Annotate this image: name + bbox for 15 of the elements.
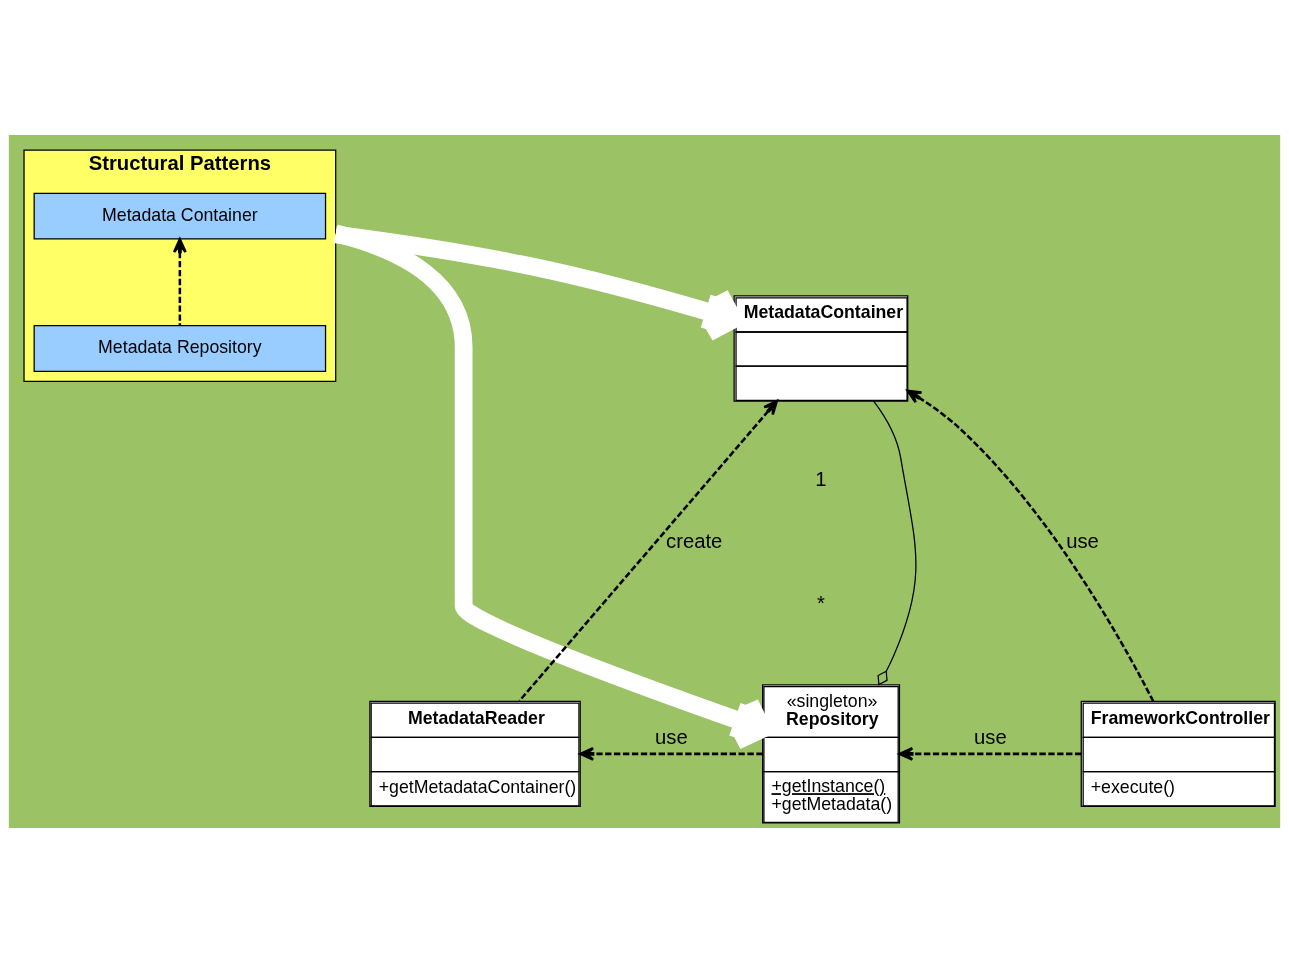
arrow [579, 746, 763, 761]
arrow [898, 746, 1082, 761]
label: 1 [815, 467, 827, 490]
edge-label: use [1066, 529, 1099, 552]
arrow [172, 237, 187, 325]
node-box: Metadata Container [33, 192, 327, 240]
arrow [518, 399, 779, 702]
arrow [906, 389, 1155, 702]
edge-label: create [666, 529, 723, 552]
node-box: Metadata Repository [33, 324, 327, 372]
connector [873, 400, 917, 686]
edge-label: use [974, 725, 1007, 747]
arrow [333, 224, 772, 750]
edge-label: use [655, 725, 688, 747]
label: * [816, 591, 825, 614]
